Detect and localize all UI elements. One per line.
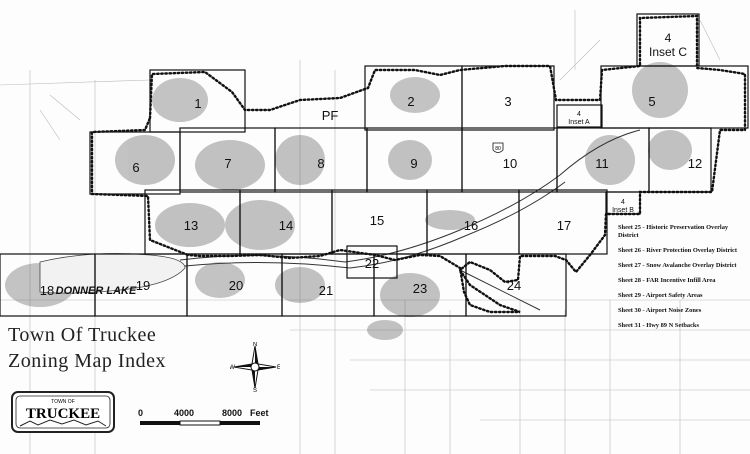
legend-item: Sheet 27 - Snow Avalanche Overlay Distri… — [618, 262, 737, 269]
sheet-label: 15 — [370, 213, 384, 228]
scale-bar — [140, 420, 260, 426]
legend-item: Sheet 29 - Airport Safety Areas — [618, 292, 703, 299]
compass-s: S — [253, 388, 257, 392]
sheet-labels: 1 2 3 5 6 7 8 9 10 11 12 13 14 15 16 17 … — [40, 31, 702, 298]
north-arrow-icon: N S E W — [230, 342, 280, 392]
scale-mid: 4000 — [174, 408, 195, 418]
sheet-label: 7 — [224, 156, 231, 171]
legend-item: Sheet 30 - Airport Noise Zones — [618, 307, 702, 314]
svg-text:TOWN OF: TOWN OF — [51, 399, 75, 405]
legend-item: Sheet 25 - Historic Preservation Overlay… — [618, 224, 729, 239]
inset-a-box[interactable] — [556, 104, 603, 128]
pf-label: PF — [322, 108, 339, 123]
sheet-label: 10 — [503, 156, 517, 171]
sheet-label: 11 — [595, 156, 609, 171]
sheet-label: 20 — [229, 278, 243, 293]
sheet-label: 17 — [557, 218, 571, 233]
scale-end: 8000 — [222, 408, 243, 418]
donner-lake-label: DONNER LAKE — [56, 285, 137, 297]
title-line-2: Zoning Map Index — [8, 350, 166, 372]
overlay-sheets-legend: Sheet 25 - Historic Preservation Overlay… — [618, 224, 748, 337]
town-boundary — [90, 14, 747, 314]
legend-item: Sheet 28 - FAR Incentive Infill Area — [618, 277, 716, 284]
sheet-label: 6 — [132, 160, 139, 175]
sheet-label: 18 — [40, 283, 54, 298]
inset-a-label: Inset A — [568, 119, 590, 126]
inset-b-number: 4 — [621, 199, 625, 206]
inset-a-number: 4 — [577, 111, 581, 118]
sheet-label: 1 — [194, 96, 201, 111]
truckee-logo: TOWN OF TRUCKEE — [11, 391, 115, 433]
sheet-label: 16 — [464, 218, 478, 233]
development-texture — [5, 62, 692, 340]
sheet-label: 9 — [410, 156, 417, 171]
inset-c-box[interactable] — [636, 13, 700, 67]
sheet-label: 21 — [319, 283, 333, 298]
scale-unit: Feet — [250, 408, 269, 418]
sheet-label: 13 — [184, 218, 198, 233]
map-title: Town Of Truckee Zoning Map Index — [8, 322, 166, 374]
legend-item: Sheet 26 - River Protection Overlay Dist… — [618, 247, 738, 254]
inset-c-number: 4 — [665, 31, 672, 45]
sheet-label: 19 — [136, 278, 150, 293]
title-line-1: Town Of Truckee — [8, 324, 157, 346]
sheet-label: 23 — [413, 281, 427, 296]
svg-text:80: 80 — [495, 146, 501, 152]
sheet-label: 14 — [279, 218, 293, 233]
inset-c-label: Inset C — [649, 45, 687, 59]
sheet-label: 5 — [648, 94, 655, 109]
sheet-label: 12 — [688, 156, 702, 171]
compass-n: N — [253, 342, 257, 348]
compass-w: W — [230, 365, 235, 371]
legend-item: Sheet 31 - Hwy 89 N Setbacks — [618, 322, 699, 329]
sheet-22-box[interactable] — [346, 245, 398, 279]
interstate-80-shield: 80 — [492, 142, 504, 153]
sheet-label: 22 — [365, 256, 379, 271]
sheet-label: 24 — [507, 278, 521, 293]
inset-b-label: Inset B — [612, 207, 634, 214]
scale-zero: 0 — [138, 408, 144, 418]
road-network — [0, 10, 750, 454]
svg-text:TRUCKEE: TRUCKEE — [26, 406, 100, 422]
sheet-label: 3 — [504, 94, 511, 109]
sheet-label: 2 — [407, 94, 414, 109]
sheet-label: 8 — [317, 156, 324, 171]
compass-e: E — [277, 365, 280, 371]
sheet-24-box[interactable] — [465, 253, 567, 317]
